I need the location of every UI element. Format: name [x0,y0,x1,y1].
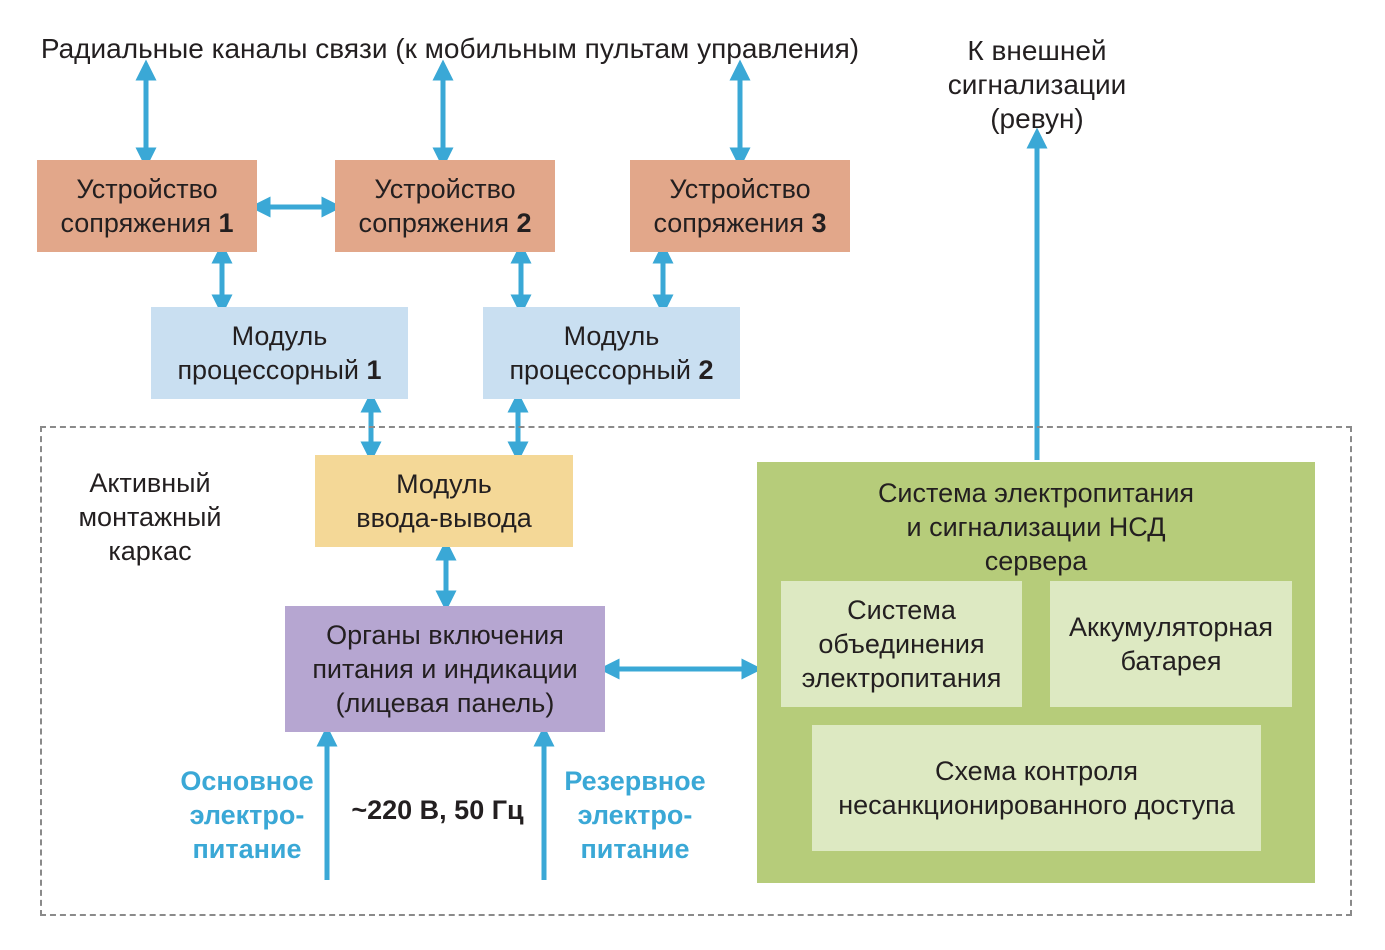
interface-device-3-title: Устройство [669,174,811,204]
processor-module-1-title: Модуль [231,321,328,351]
processor-module-1-word: процессорный [177,355,360,385]
interface-device-2-word: сопряжения [358,208,509,238]
external-signal-line-1: К внешней [967,35,1107,66]
reserve-power-label: Резервное электро- питание [555,764,715,866]
reserve-power-line-2: электро- [577,800,693,830]
main-power-line-3: питание [192,834,302,864]
interface-device-3: Устройство сопряжения 3 [630,160,850,252]
power-combining-system: Система объединения электропитания [781,581,1022,707]
power-system-title-line-1: Система электропитания [877,478,1195,508]
nsd-control-line-1: Схема контроля [934,756,1138,786]
external-signal-line-2: сигнализации [947,69,1127,100]
io-module-line-1: Модуль [396,469,492,499]
frame-label-line-2: монтажный [78,502,222,532]
processor-module-1-number: 1 [366,355,382,385]
interface-device-1-number: 1 [218,208,234,238]
nsd-control-circuit: Схема контроля несанкционированного дост… [812,725,1261,851]
interface-device-3-word: сопряжения [653,208,804,238]
power-system-title-line-2: и сигнализации НСД [906,512,1166,542]
power-combining-line-2: объединения [818,629,985,659]
interface-device-1-word: сопряжения [60,208,211,238]
external-signal-label: К внешней сигнализации (ревун) [917,34,1157,136]
processor-module-2-number: 2 [698,355,714,385]
processor-module-2-word: процессорный [509,355,692,385]
power-combining-line-1: Система [847,595,956,625]
front-panel-line-2: питания и индикации [312,654,578,684]
active-mounting-frame [40,426,1352,916]
main-power-line-2: электро- [189,800,305,830]
nsd-control-line-2: несанкционированного доступа [838,790,1235,820]
processor-module-2: Модуль процессорный 2 [483,307,740,399]
interface-device-2-number: 2 [516,208,532,238]
processor-module-2-subtitle: процессорный 2 [509,353,713,387]
power-combining-line-3: электропитания [801,663,1002,693]
voltage-label: ~220 В, 50 Гц [351,795,524,825]
interface-device-2-title: Устройство [374,174,516,204]
processor-module-2-title: Модуль [563,321,660,351]
interface-device-1: Устройство сопряжения 1 [37,160,257,252]
interface-device-3-number: 3 [811,208,827,238]
main-power-label: Основное электро- питание [172,764,322,866]
processor-module-1-subtitle: процессорный 1 [177,353,381,387]
battery-line-1: Аккумуляторная [1069,612,1273,642]
power-system-title-line-3: сервера [984,546,1088,576]
battery: Аккумуляторная батарея [1050,581,1292,707]
interface-device-3-subtitle: сопряжения 3 [653,206,826,240]
battery-line-2: батарея [1120,646,1222,676]
frame-label-line-1: Активный [89,468,211,498]
io-module-line-2: ввода-вывода [356,503,532,533]
front-panel-line-3: (лицевая панель) [335,688,555,718]
external-signal-line-3: (ревун) [990,103,1084,134]
reserve-power-line-3: питание [580,834,690,864]
front-panel-line-1: Органы включения [326,620,564,650]
interface-device-1-subtitle: сопряжения 1 [60,206,233,240]
io-module: Модуль ввода-вывода [315,455,573,547]
main-power-line-1: Основное [180,766,314,796]
interface-device-2: Устройство сопряжения 2 [335,160,555,252]
interface-device-1-title: Устройство [76,174,218,204]
processor-module-1: Модуль процессорный 1 [151,307,408,399]
frame-label-line-3: каркас [108,536,192,566]
interface-device-2-subtitle: сопряжения 2 [358,206,531,240]
front-panel: Органы включения питания и индикации (ли… [285,606,605,732]
frame-label: Активный монтажный каркас [60,466,240,568]
reserve-power-line-1: Резервное [564,766,706,796]
radial-channels-label: Радиальные каналы связи (к мобильным пул… [40,33,860,64]
